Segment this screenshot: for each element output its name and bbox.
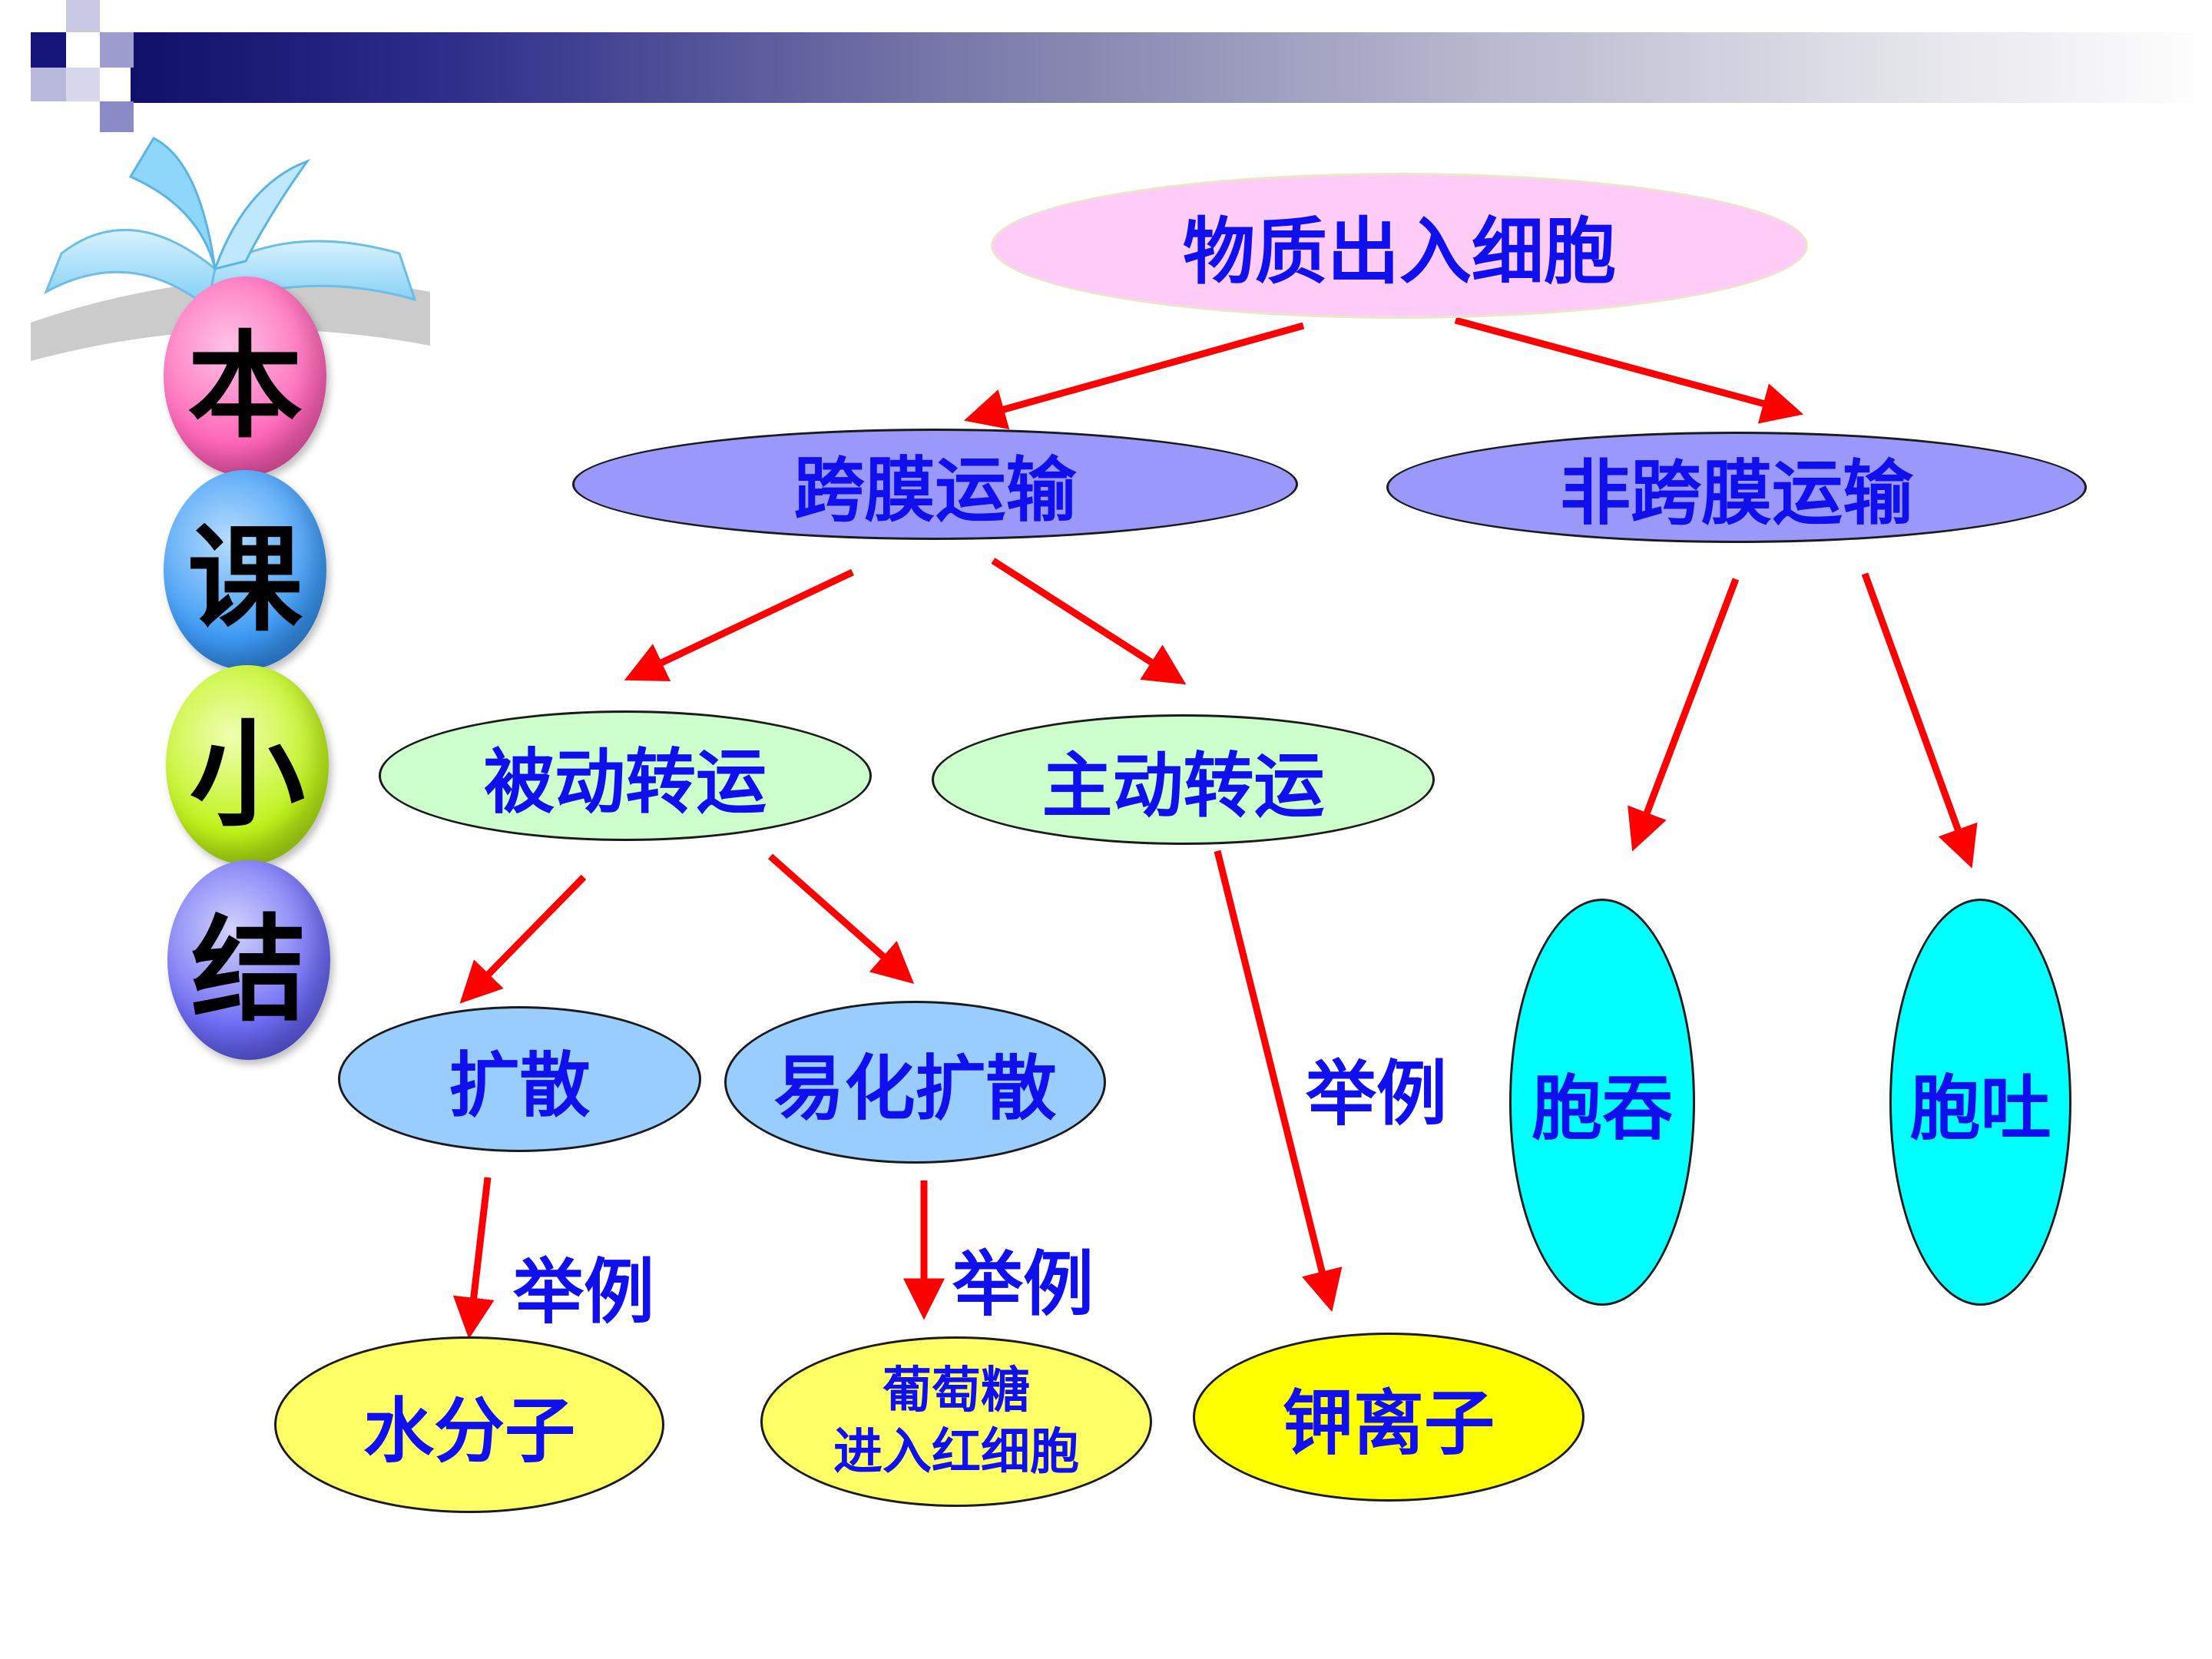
example-label-active: 举例 bbox=[1306, 1053, 1448, 1135]
summary-badge-char-2: 课 bbox=[164, 470, 326, 670]
arrow-passive-to-facilitated bbox=[768, 853, 915, 984]
node-root: 物质出入细胞 bbox=[991, 173, 1808, 319]
node-active-transport: 主动转运 bbox=[932, 714, 1435, 845]
example-label-diffusion: 举例 bbox=[513, 1251, 655, 1333]
summary-badge-char-1: 本 bbox=[164, 276, 326, 476]
summary-badge-char-3: 小 bbox=[166, 665, 329, 865]
header-square-light bbox=[66, 68, 100, 101]
header-square-light bbox=[66, 0, 100, 32]
node-passive-transport: 被动转运 bbox=[379, 710, 872, 841]
node-non-transmembrane: 非跨膜运输 bbox=[1386, 432, 2087, 543]
arrow-passive-to-diffusion bbox=[459, 874, 587, 1004]
node-endocytosis: 胞吞 bbox=[1509, 899, 1695, 1306]
arrow-non-transmembrane-to-exocytosis bbox=[1861, 572, 1978, 869]
header-square-mid bbox=[31, 68, 66, 101]
arrow-transmembrane-to-active bbox=[991, 558, 1187, 685]
summary-badge-char-4: 结 bbox=[167, 860, 330, 1060]
arrow-active-to-potassium bbox=[1214, 849, 1343, 1313]
example-label-facilitated: 举例 bbox=[952, 1243, 1094, 1326]
arrow-transmembrane-to-passive bbox=[624, 568, 854, 682]
arrow-diffusion-to-water bbox=[452, 1177, 495, 1339]
arrow-root-to-transmembrane bbox=[963, 322, 1305, 430]
node-potassium-ion: 钾离子 bbox=[1193, 1333, 1584, 1502]
node-glucose-into-rbc: 葡萄糖 进入红细胞 bbox=[760, 1336, 1152, 1507]
header-square-dark bbox=[31, 32, 66, 68]
arrow-root-to-non-transmembrane bbox=[1454, 316, 1804, 424]
node-facilitated-diffusion: 易化扩散 bbox=[724, 1001, 1106, 1164]
node-transmembrane: 跨膜运输 bbox=[572, 429, 1298, 540]
node-water-molecule: 水分子 bbox=[274, 1336, 664, 1513]
header-square-dark bbox=[100, 101, 134, 132]
node-diffusion: 扩散 bbox=[338, 1006, 701, 1152]
arrow-non-transmembrane-to-endocytosis bbox=[1628, 578, 1740, 852]
node-exocytosis: 胞吐 bbox=[1889, 899, 2071, 1306]
header-gradient-bar bbox=[131, 32, 2212, 103]
header-square-mid bbox=[100, 32, 134, 68]
